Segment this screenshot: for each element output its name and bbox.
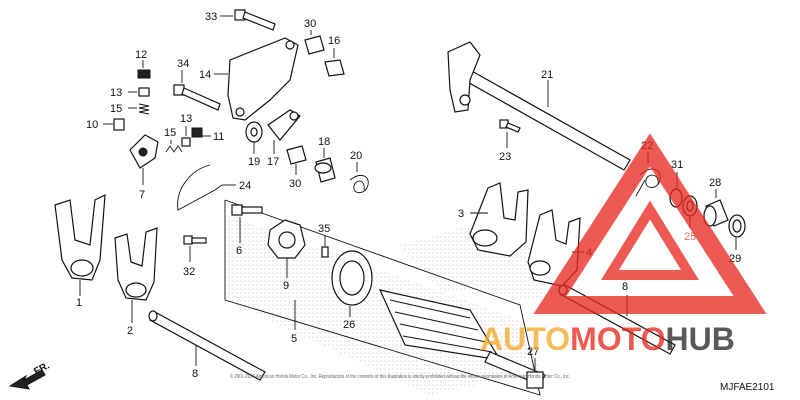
callout-26: 26 [343,319,355,331]
callout-8-left: 8 [192,368,198,380]
cap-part-13-right [181,126,191,147]
callout-23: 23 [499,151,511,163]
callout-24: 24 [239,180,251,192]
callout-10: 10 [86,119,98,131]
copyright-notice: © 2001-2017 American Honda Motor Co., In… [230,373,570,380]
shift-fork-part-1 [54,193,106,296]
bearing-part-26 [331,250,373,317]
bolt-part-33 [220,9,276,31]
callout-21: 21 [541,69,553,81]
watermark-hub: HUB [665,321,734,357]
washer-part-19 [245,121,263,154]
callout-17: 17 [267,156,279,168]
dowel-pin-part-35 [321,236,329,258]
oil-seal-part-29 [728,214,746,250]
plate-part-14 [214,37,299,121]
callout-9: 9 [283,280,289,292]
callout-12: 12 [135,49,147,61]
nut-part-10 [103,118,125,131]
callout-5: 5 [291,333,297,345]
bolt-part-32 [183,235,207,262]
pin-part-18 [314,148,336,183]
callout-8-right: 8 [622,281,628,293]
shift-spindle-part-21 [447,41,631,171]
watermark-auto: AUTO [480,321,570,357]
bolt-part-6 [231,204,263,243]
spring-part-20 [349,162,369,194]
callout-13-right: 13 [180,113,192,125]
callout-35: 35 [318,223,330,235]
collar-part-30-lower [286,145,307,175]
callout-6: 6 [236,245,242,257]
callout-20: 20 [350,150,362,162]
callout-3: 3 [458,208,464,220]
spring-part-24 [177,164,236,211]
callout-7: 7 [139,189,145,201]
callout-28: 28 [709,177,721,189]
collar-part-16 [324,48,345,77]
drum-center-part-9 [267,219,306,278]
callout-30-lower: 30 [289,178,301,190]
callout-15-right: 15 [164,127,176,139]
watermark-moto: MOTO [570,321,665,357]
front-direction-arrow: FR. [8,360,52,390]
fork-shaft-part-8-left [148,310,266,381]
cap-part-12 [137,60,151,79]
callout-11: 11 [213,131,224,143]
callout-13-left: 13 [110,87,122,99]
callout-15-left: 15 [110,103,122,115]
shift-fork-part-2 [114,227,158,323]
callout-25: 25 [684,231,696,243]
nut-part-27 [526,358,544,389]
callout-14: 14 [199,69,211,81]
collar-part-30-top [304,30,325,55]
callout-2: 2 [127,325,133,337]
front-direction-label: FR. [32,360,52,377]
bolt-part-34 [173,70,221,111]
bolt-part-23 [499,119,521,148]
callout-19: 19 [248,156,260,168]
stopper-arm-part-7 [129,134,159,185]
automotohub-watermark: AUTOMOTOHUB [480,133,767,357]
diagram-code: MJFAE2101 [720,382,775,393]
cap-part-13-left [128,87,150,97]
callout-27: 27 [527,346,539,358]
callout-1: 1 [76,297,82,309]
svg-text:AUTOMOTOHUB: AUTOMOTOHUB [480,321,735,357]
spring-part-15-right [165,140,183,153]
spring-part-15-left [128,103,150,115]
callout-31: 31 [671,159,683,171]
shift-fork-part-3 [469,182,529,257]
needle-bearing-part-28 [703,189,729,227]
callout-33: 33 [205,11,217,23]
cap-part-11 [191,127,211,138]
link-part-17 [267,109,301,154]
callout-32: 32 [183,266,195,278]
callout-18: 18 [318,136,330,148]
callout-30-top: 30 [304,18,316,30]
callout-34: 34 [177,58,189,70]
callout-16: 16 [328,35,340,47]
